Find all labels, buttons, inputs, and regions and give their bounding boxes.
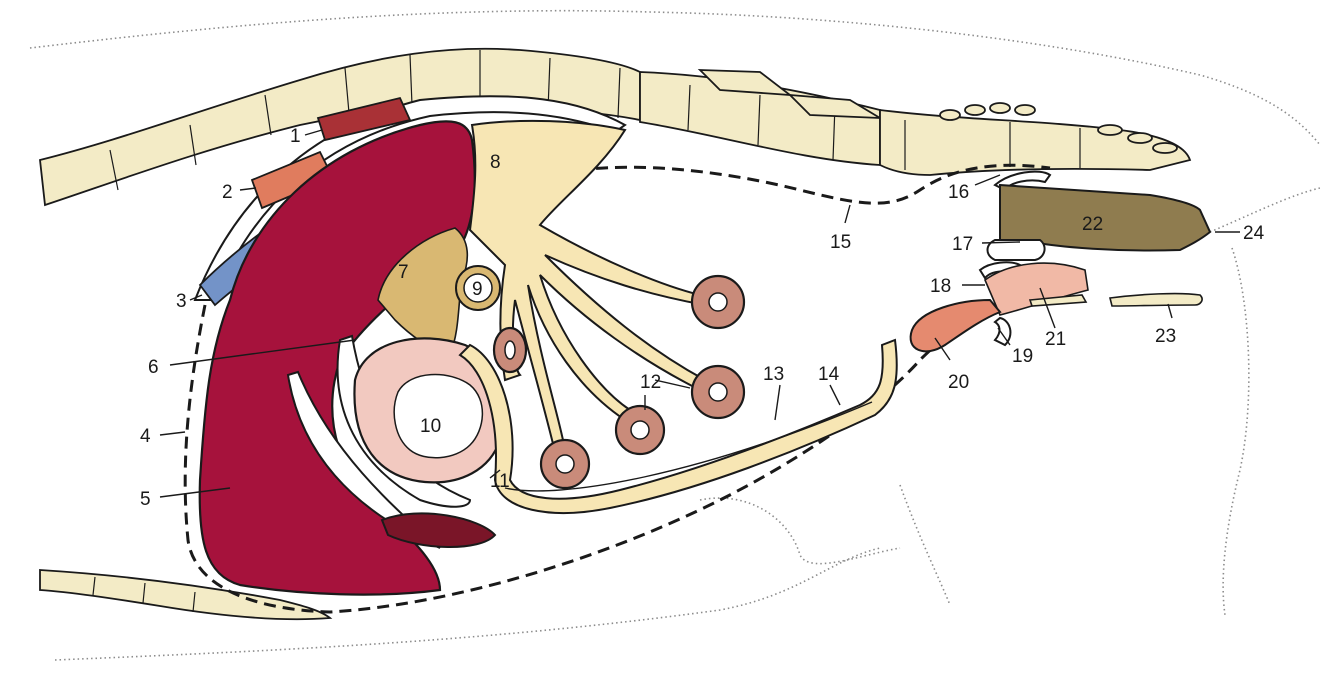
stomach-lumen — [393, 373, 484, 459]
label-6: 6 — [148, 357, 159, 378]
intervertebral-disc — [109, 149, 119, 191]
ischium-23 — [1109, 292, 1203, 307]
body-outline-rear — [1222, 247, 1250, 616]
label-20: 20 — [948, 372, 969, 393]
aorta — [316, 96, 412, 142]
loop-lumen — [555, 454, 575, 474]
label-12: 12 — [640, 372, 661, 393]
loop-lumen — [630, 420, 650, 440]
label-23: 23 — [1155, 326, 1176, 347]
sternebrae — [39, 569, 333, 621]
intestine-inner-line — [504, 401, 873, 492]
body-outline-top — [29, 9, 1321, 146]
peritoneum-line — [183, 303, 1001, 614]
intervertebral-disc — [189, 124, 197, 166]
sternal-disc — [192, 591, 196, 613]
urethra-fold — [993, 316, 1012, 347]
label-16: 16 — [948, 182, 969, 203]
label-14: 14 — [818, 364, 840, 385]
liver-fissure — [286, 370, 441, 549]
gallbladder — [380, 512, 497, 548]
tail-process — [964, 104, 986, 116]
label-10: 10 — [420, 416, 441, 437]
pelvic-bone-fragment — [1028, 294, 1088, 307]
sternal-disc — [142, 582, 146, 604]
label-2: 2 — [222, 182, 233, 203]
intestinal-loops — [455, 265, 746, 490]
label-22: 22 — [1082, 214, 1103, 235]
loop-lumen — [708, 292, 728, 312]
body-outline-tail — [1209, 187, 1321, 233]
tail-process — [989, 102, 1011, 114]
label-3: 3 — [176, 291, 187, 312]
urinary-bladder — [909, 298, 1002, 353]
label-21: 21 — [1045, 329, 1066, 350]
rectum — [999, 183, 1212, 252]
label-1: 1 — [290, 126, 301, 147]
label-9: 9 — [472, 279, 483, 300]
loop-lumen — [708, 382, 728, 402]
label-13: 13 — [763, 364, 784, 385]
label-4: 4 — [140, 426, 151, 447]
intervertebral-disc — [757, 94, 761, 146]
label-7: 7 — [398, 262, 409, 283]
intervertebral-disc — [687, 84, 691, 131]
spinous-process — [787, 93, 881, 119]
loop-lumen — [504, 340, 516, 360]
sternal-disc — [92, 576, 96, 596]
body-outline-leg — [899, 484, 951, 606]
label-15: 15 — [830, 232, 851, 253]
intervertebral-disc — [617, 67, 621, 119]
tail-process — [1097, 124, 1123, 136]
peritoneum-roof-15 — [539, 163, 1051, 205]
sternum — [39, 569, 333, 621]
intervertebral-disc — [264, 94, 272, 136]
label-11: 11 — [490, 471, 510, 492]
prostate — [984, 262, 1089, 316]
label-8: 8 — [490, 152, 501, 173]
intervertebral-disc — [344, 67, 350, 114]
mesentery — [468, 119, 707, 454]
body-outline-thigh — [699, 497, 901, 565]
label-5: 5 — [140, 489, 151, 510]
label-17: 17 — [952, 234, 973, 255]
label-24: 24 — [1243, 223, 1265, 244]
label-18: 18 — [930, 276, 951, 297]
tail-process — [1014, 104, 1036, 116]
tail-process — [939, 109, 961, 121]
colon-lumen — [463, 273, 493, 303]
rectogenital-fold — [986, 239, 1046, 261]
tail-process — [1152, 142, 1178, 154]
tail-process — [1127, 132, 1153, 144]
label-19: 19 — [1012, 346, 1033, 367]
vertebrae-sacral — [879, 108, 1192, 176]
leader-lines — [159, 129, 1240, 498]
body-outline-belly — [54, 547, 881, 661]
vertebral-column — [39, 47, 1192, 207]
intervertebral-disc — [409, 54, 413, 106]
